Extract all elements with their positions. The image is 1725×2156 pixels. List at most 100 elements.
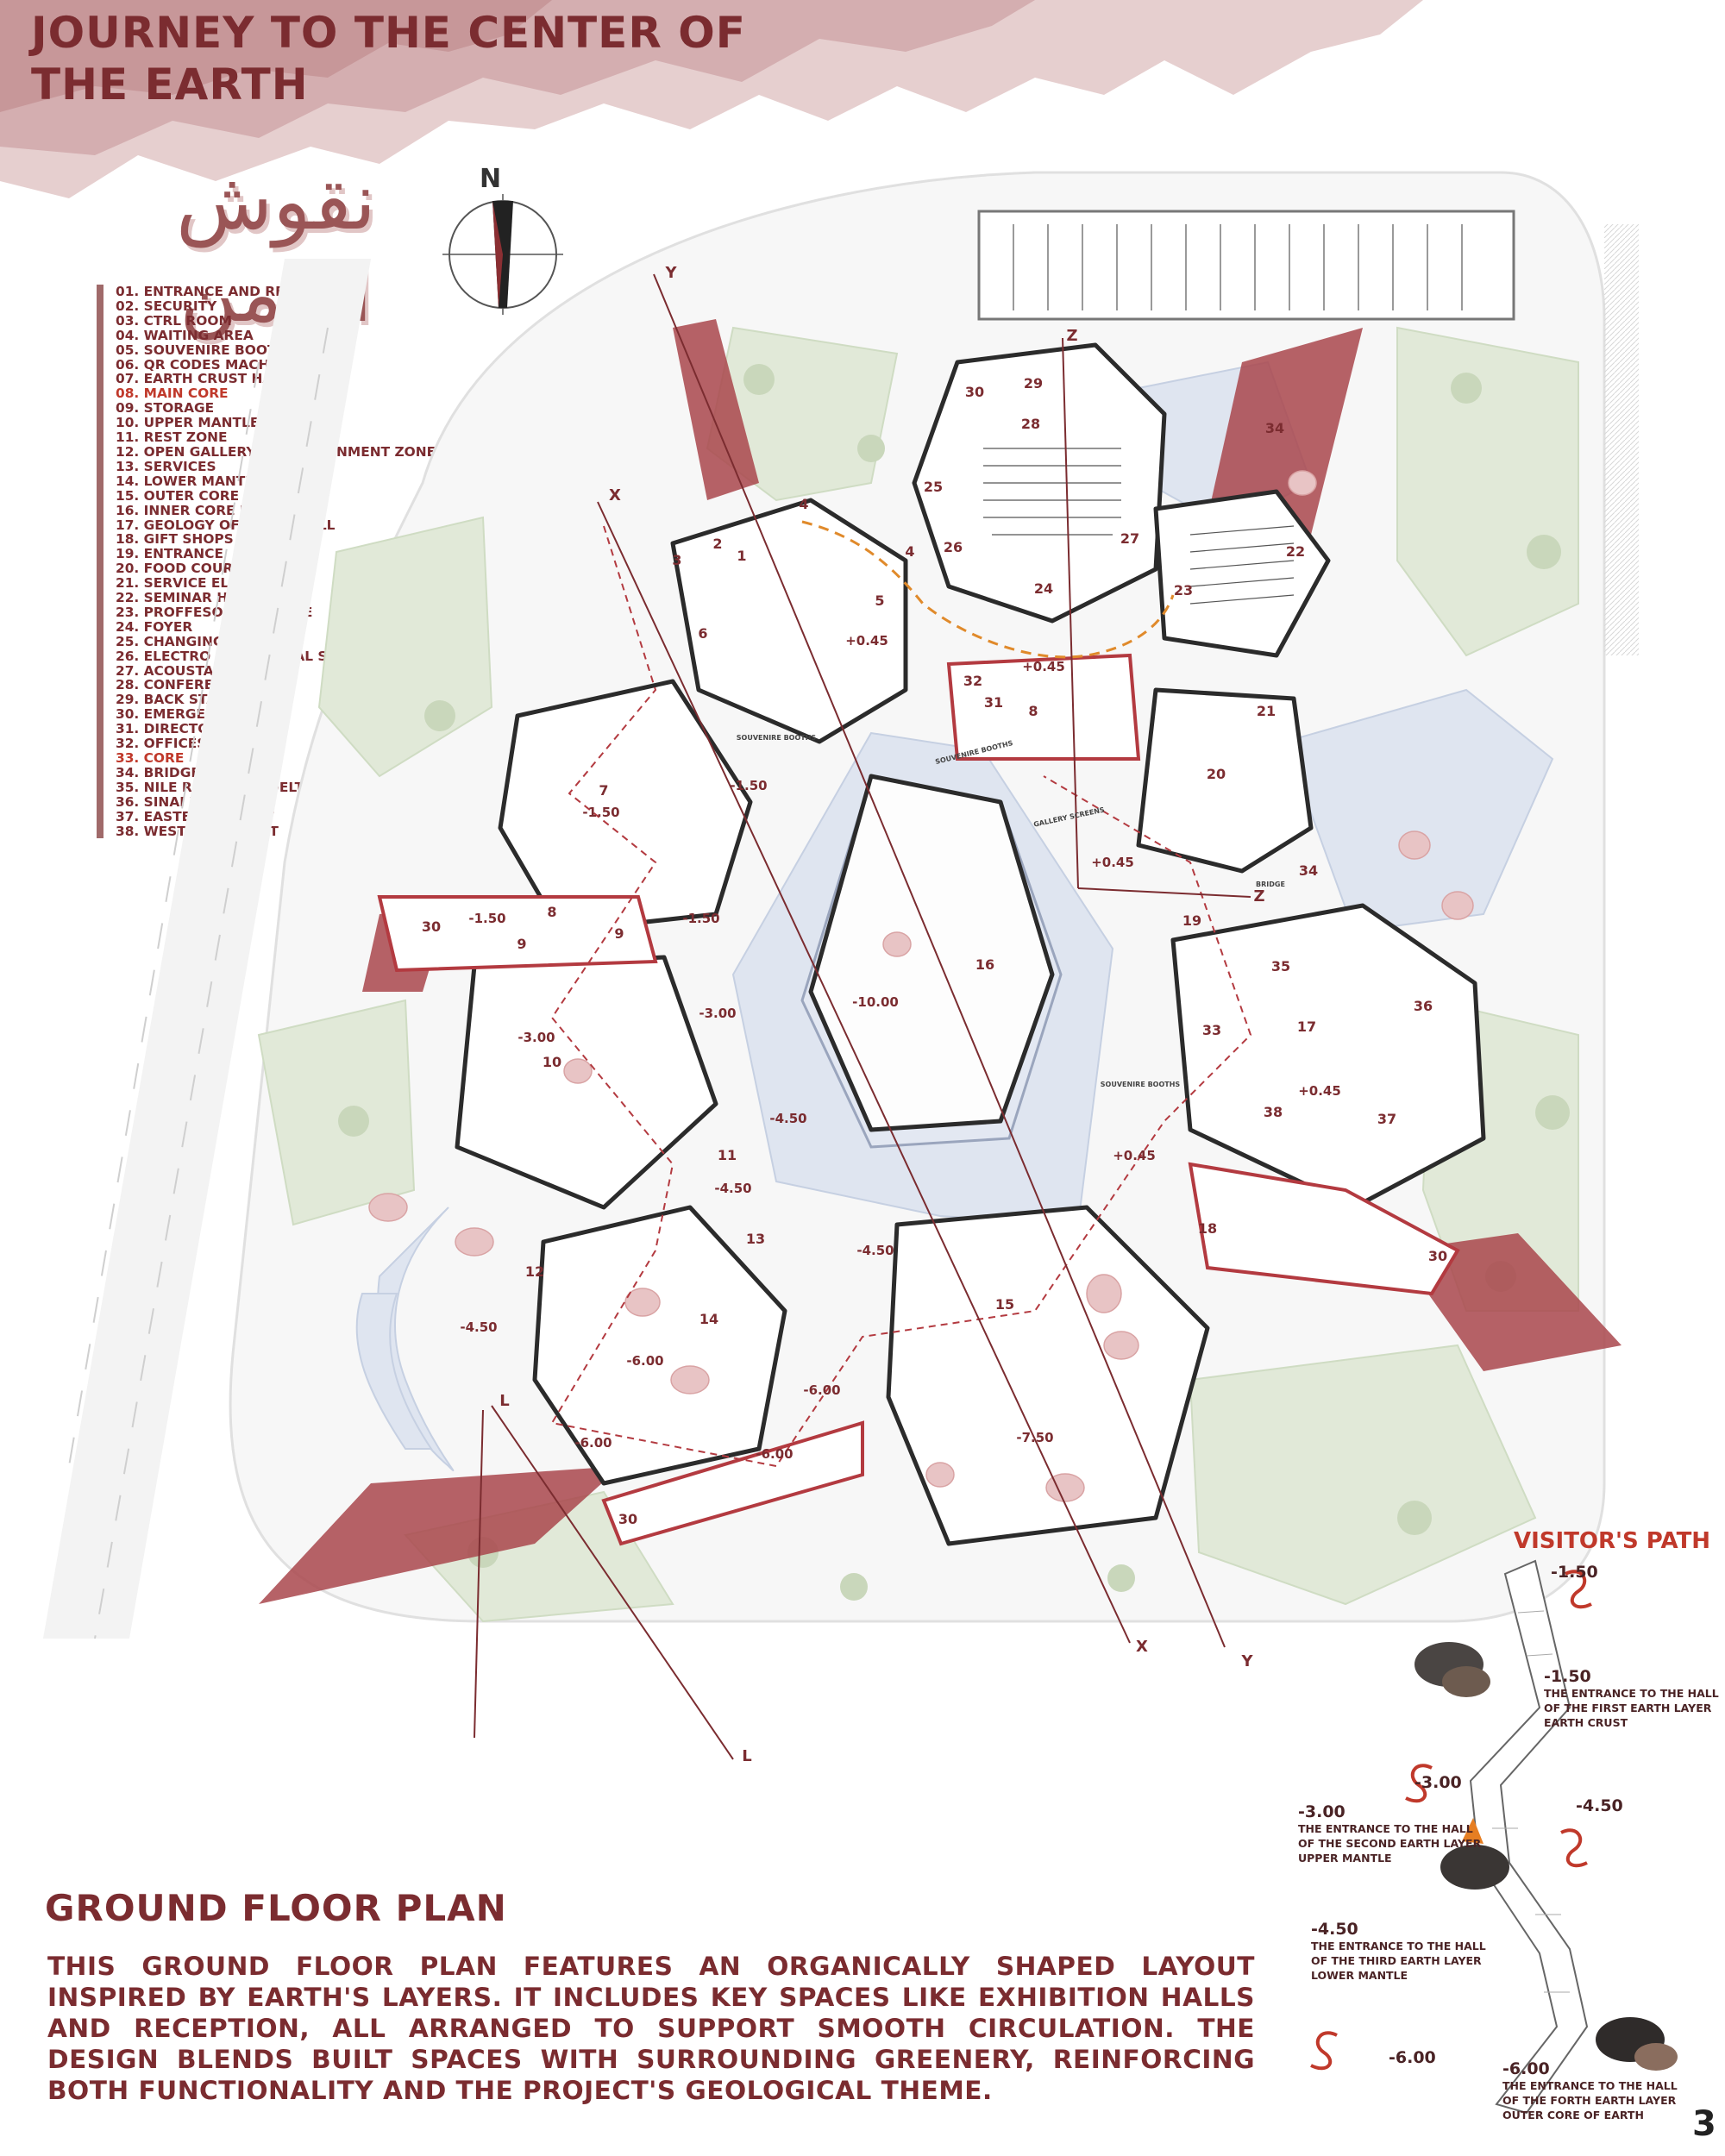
compass-label: N: [480, 164, 501, 194]
page-number: 3: [1692, 2104, 1716, 2144]
legend-item: 19. ENTRANCE: [116, 546, 223, 562]
floor-level: -1.50: [682, 911, 719, 926]
orange-route: [801, 520, 1175, 659]
legend-item: 09. STORAGE: [116, 400, 215, 417]
floor-level: -6.00: [574, 1435, 612, 1451]
plan-label: SOUVENIRE BOOTHS: [737, 734, 817, 742]
room-number: 34: [1265, 420, 1284, 436]
floor-level: -4.50: [856, 1243, 894, 1258]
room-number: 38: [1264, 1104, 1283, 1120]
floor-levels: +0.45+0.45+0.45+0.45+0.45-1.50-1.50-1.50…: [460, 633, 1340, 1462]
legend-item: 22. SEMINAR HALL: [116, 590, 255, 606]
room-number: 23: [1174, 582, 1193, 599]
room-number: 2: [712, 536, 722, 552]
room-number: 37: [1377, 1111, 1396, 1127]
legend-item: 03. CTRL ROOM: [116, 312, 232, 329]
room-number: 18: [1198, 1220, 1217, 1237]
legend-item: 08. MAIN CORE: [116, 385, 229, 402]
floor-level: +0.45: [1113, 1148, 1156, 1163]
vp-marker-3: -3.00: [1414, 1773, 1462, 1792]
room-number: 4: [799, 496, 808, 512]
room-number: 28: [1021, 416, 1040, 432]
legend-item: 15. OUTER CORE HALL: [116, 487, 282, 504]
hall-earth-crust: [498, 679, 753, 934]
hall-lower-mantle: [532, 1205, 787, 1486]
vp-marker-4-5: -4.50: [1576, 1796, 1623, 1815]
hall-outer-core: [886, 1205, 1210, 1546]
room-number: 15: [995, 1296, 1014, 1313]
legend-item: 20. FOOD COURT: [116, 561, 242, 577]
room-number: 3: [672, 552, 681, 568]
visitors-path-diagram: [1310, 1559, 1678, 2115]
north-arrow-icon: N: [442, 164, 563, 315]
room-number: 13: [746, 1231, 765, 1247]
ground-floor-description: THIS GROUND FLOOR PLAN FEATURES AN ORGAN…: [47, 1952, 1255, 2105]
floor-level: -6.00: [803, 1382, 840, 1398]
section-marker: Y: [1240, 1652, 1253, 1670]
legend-item: 32. OFFICES: [116, 736, 207, 752]
floor-level: -6.00: [756, 1446, 793, 1462]
room-number: 4: [905, 543, 914, 560]
rock-exhibits: [368, 470, 1474, 1502]
room-number: 11: [718, 1147, 737, 1163]
header-mountains: [0, 0, 1423, 198]
room-number: 34: [1299, 862, 1318, 879]
section-marker: X: [1136, 1638, 1148, 1656]
room-number: 32: [963, 673, 982, 689]
floor-level: +0.45: [845, 633, 888, 649]
room-number: 31: [984, 694, 1003, 711]
floor-level: -4.50: [714, 1181, 751, 1196]
vp-marker-6: -6.00: [1389, 2048, 1436, 2067]
room-number: 5: [875, 592, 884, 609]
room-numbers: 1234456788991011121314151617181920212223…: [422, 375, 1447, 1527]
room-number: 24: [1034, 580, 1053, 597]
legend-item: 04. WAITING AREA: [116, 327, 254, 343]
floor-level: -6.00: [626, 1353, 663, 1369]
rock-icons: [1414, 1642, 1678, 2071]
legend-item: 02. SECURITY: [116, 298, 217, 314]
room-number: 7: [599, 782, 608, 799]
legend-item: 05. SOUVENIRE BOOTHS: [116, 342, 298, 358]
vp-top-level: -1.50: [1551, 1563, 1598, 1582]
earth-crust-rock-icon: [1414, 1642, 1490, 1697]
hall-entrance-reception: [670, 498, 908, 744]
room-number: 27: [1120, 530, 1139, 547]
room-number: 33: [1202, 1022, 1221, 1038]
room-number: 22: [1286, 543, 1305, 560]
trees: [338, 364, 1570, 1601]
section-marker: L: [499, 1392, 509, 1410]
floor-level: -4.50: [460, 1319, 497, 1335]
vp-step-2: -3.00 THE ENTRANCE TO THE HALL OF THE SE…: [1298, 1802, 1482, 1865]
room-number: 20: [1207, 766, 1226, 782]
legend-item: 18. GIFT SHOPS: [116, 531, 234, 548]
legend-item: 29. BACK STAGE: [116, 692, 237, 708]
legend-item: 13. SERVICES: [116, 458, 216, 474]
room-number: 26: [944, 539, 963, 555]
room-number: 6: [698, 625, 707, 642]
lower-mantle-rock-icon: [1596, 2017, 1678, 2071]
plan-label: BRIDGE: [1256, 881, 1285, 888]
title-line-1: JOURNEY TO THE CENTER OF: [31, 8, 746, 58]
floor-level: +0.45: [1022, 659, 1065, 674]
floor-level: -7.50: [1016, 1430, 1053, 1445]
room-number: 35: [1271, 958, 1290, 975]
parking-area: [977, 210, 1639, 655]
section-lines: [474, 273, 1251, 1760]
room-number: 8: [547, 904, 556, 920]
building-halls: [455, 342, 1486, 1546]
upper-mantle-rock-icon: [1440, 1818, 1509, 1890]
seminar-hall: [1153, 489, 1331, 658]
room-number: 1: [737, 548, 746, 564]
floor-level: -1.50: [582, 805, 619, 820]
vp-step-4: -6.00 THE ENTRANCE TO THE HALL OF THE FO…: [1502, 2059, 1678, 2122]
floor-level: -1.50: [468, 911, 505, 926]
room-number: 21: [1257, 703, 1276, 719]
service-cores: [377, 653, 1460, 1546]
legend-item: 24. FOYER: [116, 618, 193, 635]
page-title: JOURNEY TO THE CENTER OF THE EARTH: [31, 7, 807, 110]
floor-level: -4.50: [769, 1111, 806, 1126]
room-number: 29: [1024, 375, 1043, 392]
legend-item: 11. REST ZONE: [116, 429, 228, 446]
section-marker: Z: [1253, 887, 1264, 906]
